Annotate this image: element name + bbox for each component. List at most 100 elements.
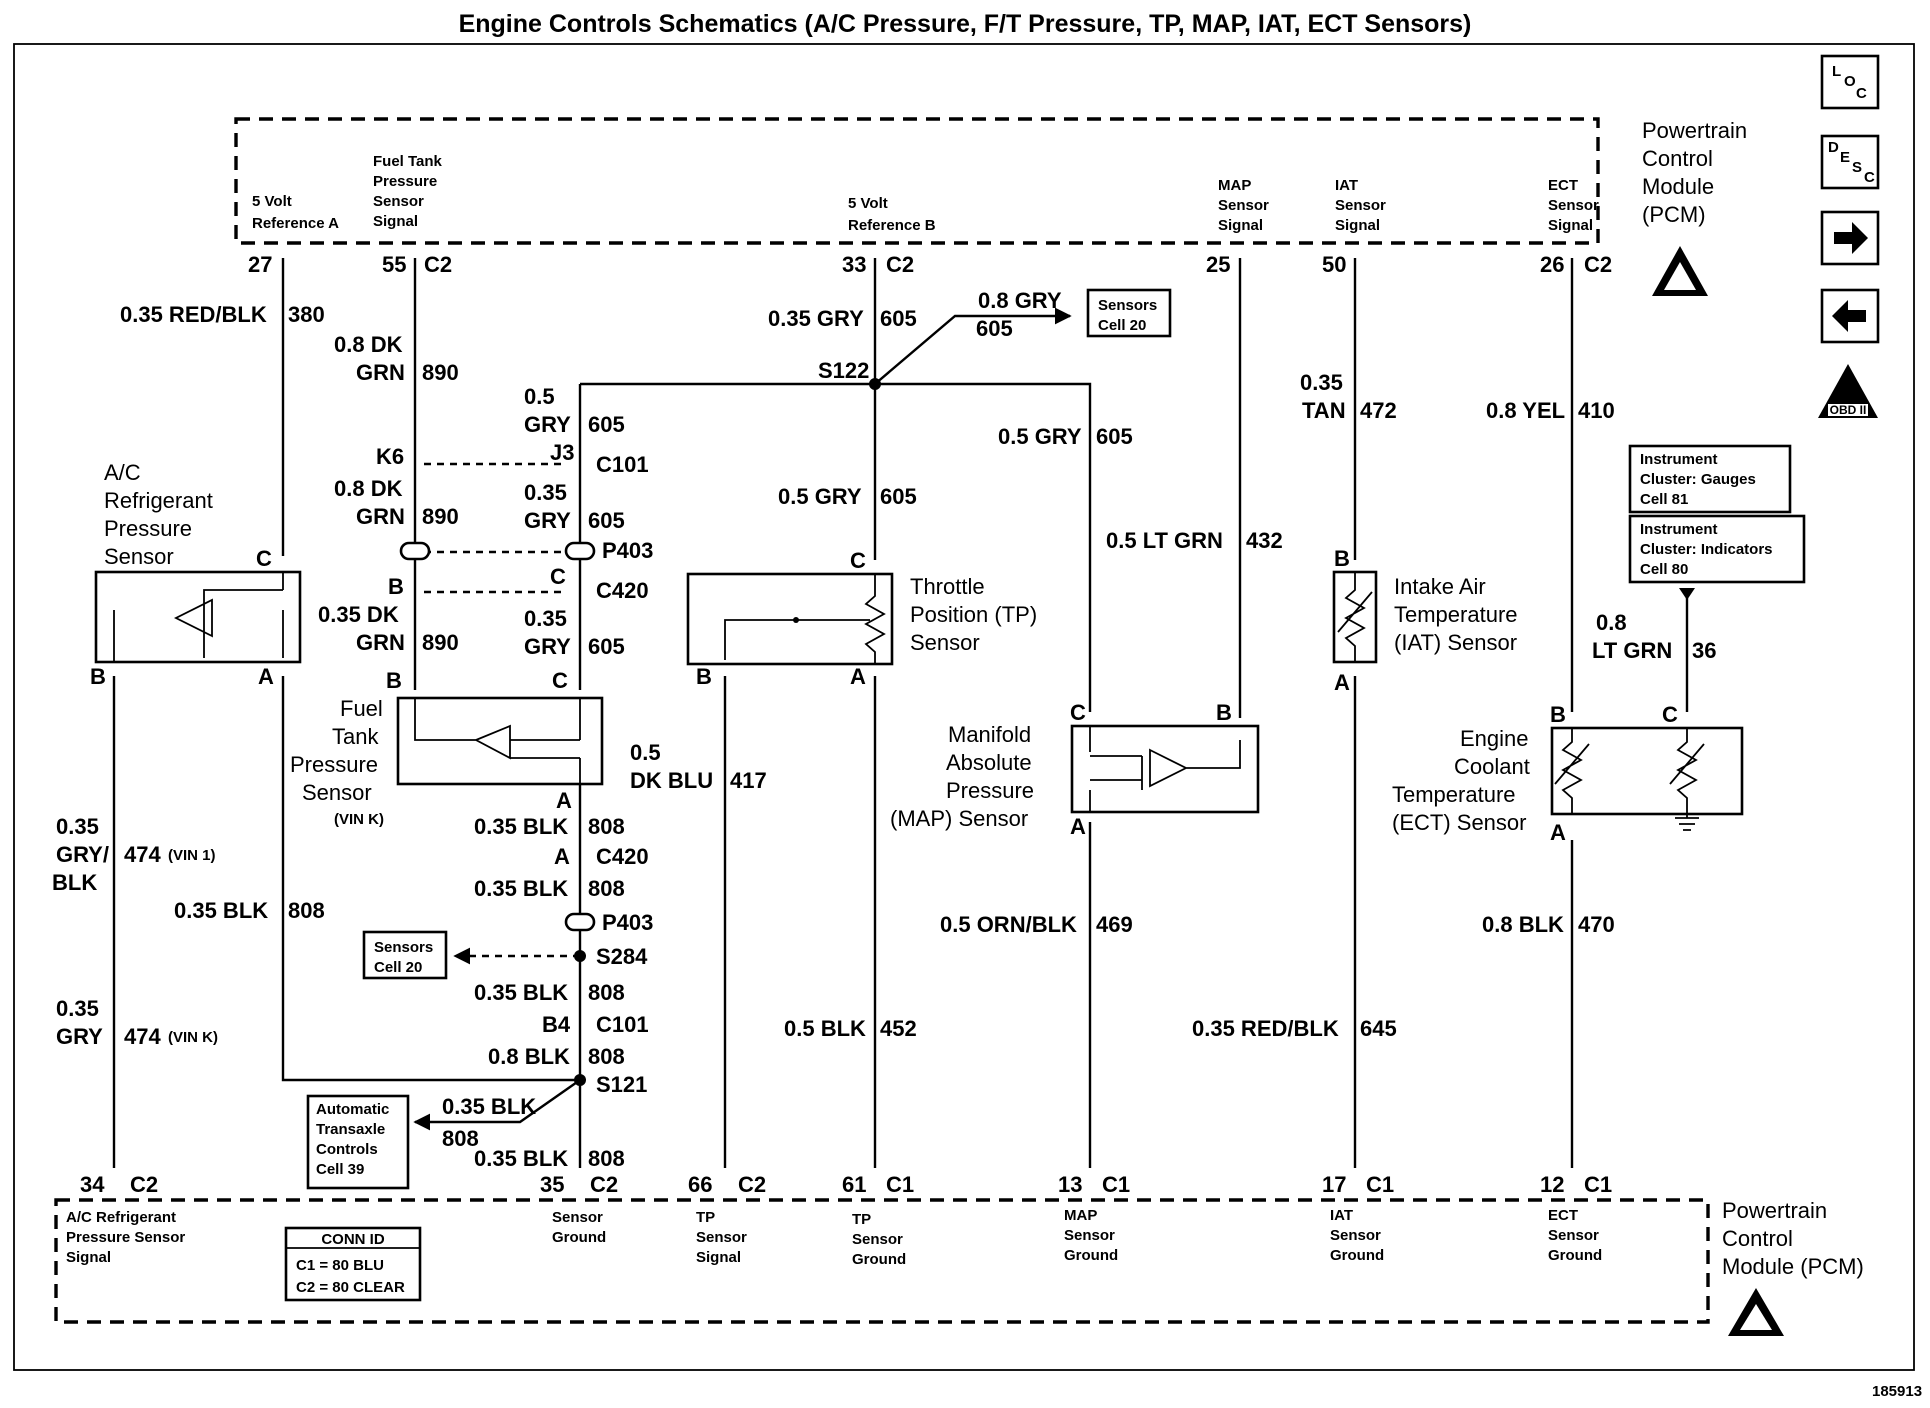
ref-instrument-cluster-gauges[interactable]: Instrument Cluster: Gauges Cell 81 bbox=[1628, 444, 1792, 514]
svg-text:Fuel: Fuel bbox=[340, 696, 383, 721]
ref-sensors-cell20-top[interactable]: Sensors Cell 20 bbox=[1086, 288, 1172, 338]
svg-text:C2: C2 bbox=[886, 252, 914, 277]
svg-text:Reference A: Reference A bbox=[252, 215, 339, 232]
pcm-top-circuit-5v-ref-b: 5 Volt Reference B bbox=[848, 195, 936, 234]
svg-text:(MAP) Sensor: (MAP) Sensor bbox=[890, 806, 1028, 831]
svg-text:C: C bbox=[1856, 85, 1867, 102]
svg-text:C101: C101 bbox=[596, 452, 649, 477]
svg-text:DK BLU: DK BLU bbox=[630, 768, 713, 793]
svg-text:808: 808 bbox=[288, 898, 325, 923]
svg-text:GRY: GRY bbox=[524, 508, 571, 533]
svg-text:Engine: Engine bbox=[1460, 726, 1529, 751]
splice-s121 bbox=[574, 1074, 586, 1086]
svg-text:Intake Air: Intake Air bbox=[1394, 574, 1486, 599]
next-page-arrow-icon[interactable] bbox=[1820, 210, 1880, 266]
pcm-top-circuit-ft-signal: Fuel Tank Pressure Sensor Signal bbox=[373, 153, 443, 230]
previous-page-arrow-icon[interactable] bbox=[1820, 288, 1880, 344]
ref-automatic-transaxle[interactable]: Automatic Transaxle Controls Cell 39 bbox=[306, 1094, 410, 1190]
svg-text:Position (TP): Position (TP) bbox=[910, 602, 1037, 627]
outer-frame bbox=[13, 43, 1915, 1371]
svg-text:Sensors: Sensors bbox=[374, 939, 433, 956]
svg-text:Sensor: Sensor bbox=[1330, 1227, 1381, 1244]
svg-text:605: 605 bbox=[880, 484, 917, 509]
svg-text:Signal: Signal bbox=[373, 213, 418, 230]
svg-text:ECT: ECT bbox=[1548, 177, 1578, 194]
svg-text:Pressure: Pressure bbox=[104, 516, 192, 541]
svg-text:Ground: Ground bbox=[1548, 1247, 1602, 1264]
svg-text:Automatic: Automatic bbox=[316, 1101, 389, 1118]
svg-text:C: C bbox=[1070, 700, 1086, 725]
svg-text:0.8 DK: 0.8 DK bbox=[334, 332, 403, 357]
svg-text:Cell 39: Cell 39 bbox=[316, 1161, 364, 1178]
svg-text:L: L bbox=[1832, 63, 1841, 80]
svg-text:S: S bbox=[1852, 159, 1862, 176]
svg-text:IAT: IAT bbox=[1335, 177, 1358, 194]
svg-text:Cell 80: Cell 80 bbox=[1640, 561, 1688, 578]
svg-text:0.5: 0.5 bbox=[630, 740, 661, 765]
svg-text:0.35: 0.35 bbox=[524, 606, 567, 631]
svg-text:B: B bbox=[1334, 546, 1350, 571]
svg-text:C1: C1 bbox=[886, 1172, 914, 1197]
loc-icon[interactable]: L O C bbox=[1820, 54, 1880, 110]
svg-text:Instrument: Instrument bbox=[1640, 451, 1718, 468]
svg-text:C1 = 80 BLU: C1 = 80 BLU bbox=[296, 1257, 384, 1274]
svg-text:410: 410 bbox=[1578, 398, 1615, 423]
svg-text:LT GRN: LT GRN bbox=[1592, 638, 1672, 663]
pcm-top-circuit-map-signal: MAP Sensor Signal bbox=[1218, 177, 1269, 234]
svg-text:17: 17 bbox=[1322, 1172, 1346, 1197]
svg-text:Sensors: Sensors bbox=[1098, 297, 1157, 314]
svg-text:E: E bbox=[1840, 149, 1850, 166]
svg-text:Ground: Ground bbox=[1330, 1247, 1384, 1264]
svg-text:C2: C2 bbox=[738, 1172, 766, 1197]
svg-text:12: 12 bbox=[1540, 1172, 1564, 1197]
pcm-bottom-circuit-map-ground: MAP Sensor Ground bbox=[1064, 1207, 1118, 1264]
iat-sensor: Intake Air Temperature (IAT) Sensor B A bbox=[1332, 546, 1518, 695]
svg-text:Cell 20: Cell 20 bbox=[374, 959, 422, 976]
svg-text:C1: C1 bbox=[1102, 1172, 1130, 1197]
ref-sensors-cell20-mid[interactable]: Sensors Cell 20 bbox=[362, 930, 448, 980]
figure-number: 185913 bbox=[1872, 1383, 1922, 1400]
svg-text:Control: Control bbox=[1642, 146, 1713, 171]
svg-text:TP: TP bbox=[852, 1211, 871, 1228]
pcm-top-box bbox=[234, 117, 1600, 245]
svg-text:A: A bbox=[258, 664, 274, 689]
svg-text:GRN: GRN bbox=[356, 360, 405, 385]
svg-text:(VIN K): (VIN K) bbox=[334, 811, 384, 828]
ref-instrument-cluster-indicators[interactable]: Instrument Cluster: Indicators Cell 80 bbox=[1628, 514, 1806, 600]
svg-text:0.8 BLK: 0.8 BLK bbox=[488, 1044, 570, 1069]
svg-text:0.35 DK: 0.35 DK bbox=[318, 602, 399, 627]
svg-text:0.8: 0.8 bbox=[1596, 610, 1627, 635]
svg-text:ECT: ECT bbox=[1548, 1207, 1578, 1224]
svg-text:605: 605 bbox=[1096, 424, 1133, 449]
svg-text:Fuel Tank: Fuel Tank bbox=[373, 153, 443, 170]
svg-text:C: C bbox=[1864, 169, 1875, 186]
svg-text:432: 432 bbox=[1246, 528, 1283, 553]
splices bbox=[574, 378, 881, 1086]
pcm-top-label: Powertrain Control Module (PCM) bbox=[1642, 118, 1747, 227]
svg-text:Controls: Controls bbox=[316, 1141, 378, 1158]
desc-icon[interactable]: D E S C bbox=[1820, 134, 1880, 190]
svg-text:TAN: TAN bbox=[1302, 398, 1346, 423]
map-sensor: Manifold Absolute Pressure C (MAP) Senso… bbox=[890, 700, 1260, 839]
svg-text:Sensor: Sensor bbox=[852, 1231, 903, 1248]
svg-text:0.35: 0.35 bbox=[56, 996, 99, 1021]
throttle-position-sensor: Throttle Position (TP) Sensor C B A bbox=[686, 548, 1037, 689]
svg-text:C2 = 80 CLEAR: C2 = 80 CLEAR bbox=[296, 1279, 405, 1296]
svg-text:55: 55 bbox=[382, 252, 406, 277]
conn-id-table: CONN ID C1 = 80 BLU C2 = 80 CLEAR bbox=[284, 1226, 422, 1302]
top-pin-labels: 27 55 C2 33 C2 25 50 26 C2 bbox=[248, 252, 1612, 277]
svg-text:0.8 BLK: 0.8 BLK bbox=[1482, 912, 1564, 937]
svg-text:C: C bbox=[552, 668, 568, 693]
pcm-bottom-label: Powertrain Control Module (PCM) bbox=[1722, 1198, 1864, 1279]
svg-text:Pressure: Pressure bbox=[373, 173, 437, 190]
svg-text:Sensor: Sensor bbox=[552, 1209, 603, 1226]
svg-text:26: 26 bbox=[1540, 252, 1564, 277]
svg-text:Absolute: Absolute bbox=[946, 750, 1032, 775]
svg-text:472: 472 bbox=[1360, 398, 1397, 423]
svg-text:5 Volt: 5 Volt bbox=[252, 193, 292, 210]
svg-text:808: 808 bbox=[588, 1044, 625, 1069]
svg-text:(ECT) Sensor: (ECT) Sensor bbox=[1392, 810, 1526, 835]
svg-text:0.35 BLK: 0.35 BLK bbox=[474, 876, 568, 901]
svg-text:A: A bbox=[1334, 670, 1350, 695]
svg-text:C1: C1 bbox=[1366, 1172, 1394, 1197]
